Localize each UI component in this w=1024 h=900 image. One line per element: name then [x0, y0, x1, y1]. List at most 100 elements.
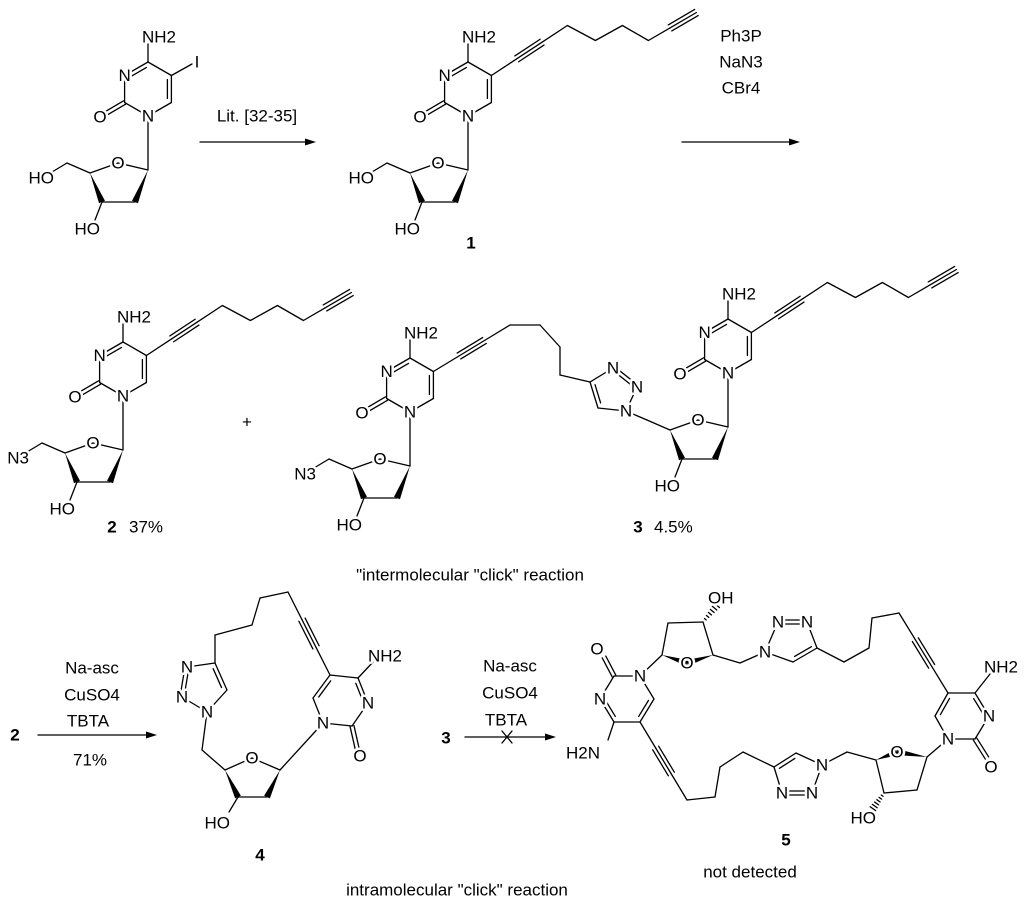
reagent-label: Na-asc [483, 657, 537, 676]
atom-label: N [722, 364, 734, 383]
atom-label: N [142, 107, 154, 126]
bond [647, 27, 671, 42]
atom-label: HO [75, 220, 101, 239]
bond [64, 442, 94, 454]
atom-label: O [590, 640, 603, 659]
bond [727, 358, 753, 374]
bond [145, 338, 173, 357]
bond [467, 61, 493, 77]
triple-bond [460, 342, 487, 360]
atom-label: N [634, 667, 646, 686]
bond [228, 796, 239, 813]
double-bond-inner [709, 323, 728, 335]
caption-intermolecular: "intermolecular "click" reaction [356, 566, 584, 585]
double-bond [105, 103, 127, 117]
bond [868, 617, 873, 649]
bond [742, 751, 775, 768]
bond [719, 751, 744, 768]
triple-bond [776, 298, 803, 317]
atom-label: HO [29, 169, 55, 188]
triple-bond [778, 301, 805, 320]
hashed-bond [869, 806, 877, 812]
wedge-bond [65, 453, 80, 484]
reagent-label: TBTA [67, 712, 110, 731]
triple-bond [917, 637, 936, 666]
atom-label: O [890, 743, 903, 762]
bond [539, 324, 561, 348]
reagent-label: CuSO4 [482, 684, 538, 703]
bond [881, 281, 910, 299]
atom-label: N [93, 346, 105, 365]
atom-label: HO [205, 814, 231, 833]
bond [714, 766, 721, 798]
bond [646, 419, 671, 431]
bond [371, 162, 388, 173]
double-bond [613, 365, 639, 387]
bond [386, 162, 411, 174]
atom-label: N [201, 703, 213, 722]
triple-bond [669, 11, 698, 29]
bond [541, 24, 569, 43]
atom-label: NH2 [142, 28, 176, 47]
bond [697, 419, 729, 428]
atom-label: N [362, 694, 374, 713]
bond [357, 677, 369, 704]
atom-label: N [983, 707, 995, 726]
bond [703, 318, 729, 334]
double-bond [179, 666, 186, 698]
bond [409, 162, 439, 174]
bond [589, 367, 614, 383]
triple-bond [927, 265, 956, 283]
double-bond-inner [318, 680, 332, 698]
wedge-bond [132, 170, 148, 204]
atom-label: N [631, 378, 643, 397]
bond [443, 61, 469, 77]
bond [66, 162, 91, 174]
double-bond-inner [793, 645, 813, 658]
bond [670, 773, 688, 801]
atom-label: HO [349, 169, 375, 188]
atom-label: N [620, 402, 632, 421]
bond [221, 304, 252, 322]
reagent-label: CBr4 [722, 79, 761, 98]
bond [196, 304, 224, 323]
atom-label: O [680, 654, 693, 673]
bond [170, 63, 193, 77]
bond [385, 397, 411, 413]
triple-bond [304, 617, 320, 647]
bond [566, 24, 597, 42]
bond [826, 281, 857, 299]
bond [302, 307, 326, 322]
wedge-bond [686, 655, 713, 667]
atom-label: N [801, 613, 813, 632]
bond [409, 397, 435, 413]
bond [727, 318, 753, 334]
bond [385, 357, 411, 373]
bond [621, 24, 650, 42]
bond [667, 621, 704, 624]
compound-number: 3 [441, 729, 450, 748]
bond [792, 647, 818, 663]
bond [639, 721, 657, 749]
triple-bond [173, 324, 200, 343]
bond [123, 101, 149, 117]
atom-label: HO [395, 220, 421, 239]
bond [898, 612, 916, 641]
triple-bond [456, 336, 484, 354]
atom-label: N [181, 658, 193, 677]
triple-bond [652, 749, 669, 777]
triple-bond [667, 8, 696, 26]
bond [122, 381, 148, 397]
hashed-bond [871, 803, 878, 809]
reagent-label: Ph3P [720, 27, 762, 46]
atom-label: H2N [566, 744, 600, 763]
bond [931, 665, 949, 694]
bond [276, 304, 305, 322]
bond [287, 591, 303, 621]
wedge-bond [352, 469, 367, 500]
bond [674, 458, 683, 478]
atom-label: N [806, 784, 818, 803]
bond [92, 442, 124, 451]
